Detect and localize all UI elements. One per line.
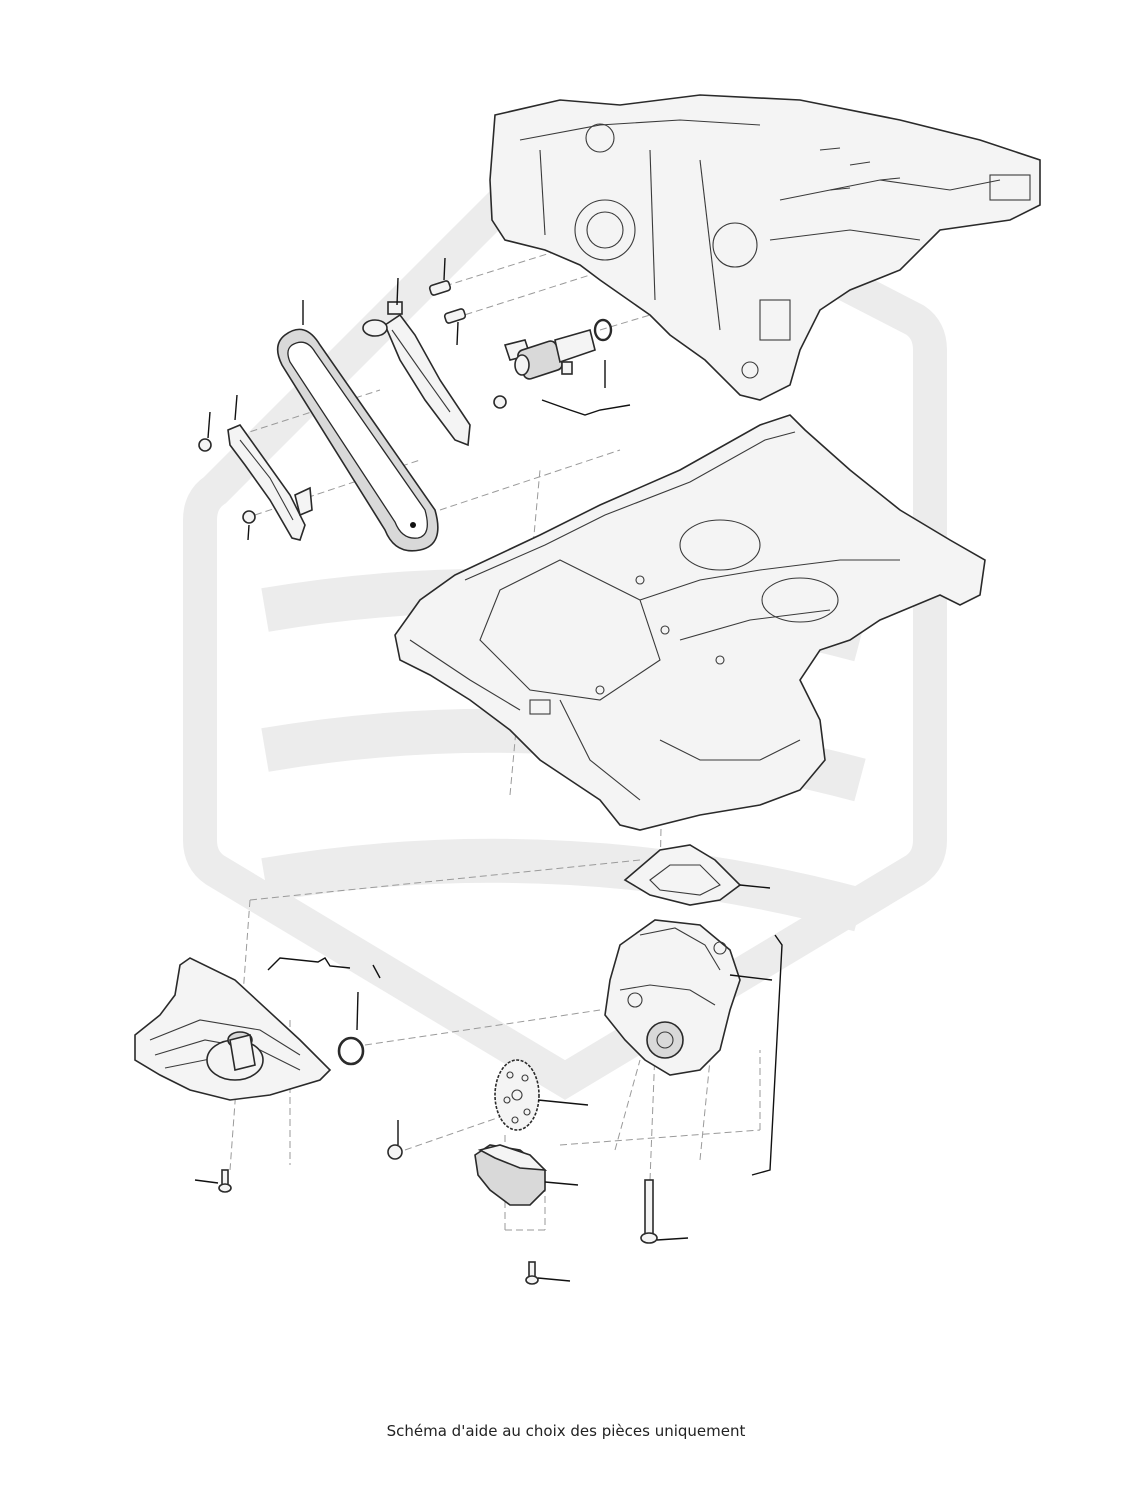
dowel-pins [428,280,467,324]
sprocket-icon [494,1059,540,1131]
caption: Schéma d'aide au choix des pièces unique… [386,1422,746,1440]
bolt-icon [640,1179,658,1244]
o-ring-icon [593,318,613,342]
screw-icon [198,395,539,1285]
leader-lines [194,257,783,1282]
chain-icon [276,328,439,552]
solenoid-valve-icon [503,329,596,380]
tensioner-rail-icon [362,301,471,447]
guide-rail-icon [227,424,313,541]
oil-pan-icon [394,414,986,831]
o-ring-icon [337,1036,365,1066]
engine-block-icon [489,94,1041,401]
baffle-icon [474,1144,548,1206]
strainer-icon [134,957,332,1101]
oil-pump-icon [604,919,741,1076]
